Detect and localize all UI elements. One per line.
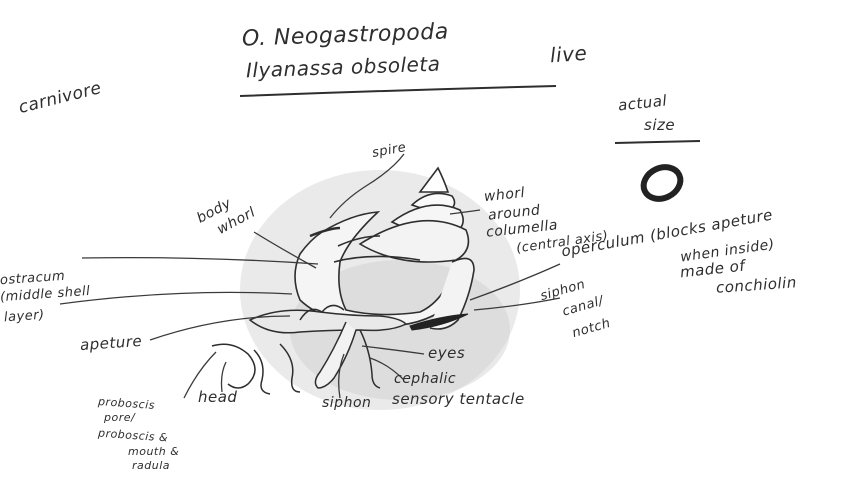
label-ostracum-3: layer)	[4, 309, 46, 325]
actual-size-line2: size	[644, 118, 675, 134]
label-proboscis-4: mouth &	[128, 446, 179, 458]
label-eyes: eyes	[428, 346, 465, 362]
live-note: live	[549, 43, 588, 67]
label-proboscis-2: pore/	[104, 412, 135, 424]
actual-size-shell-icon	[638, 161, 685, 204]
title-underline	[240, 86, 556, 96]
actual-size-underline	[615, 141, 700, 143]
label-cephalic-2: sensory tentacle	[392, 392, 525, 408]
label-siphon: siphon	[322, 396, 371, 411]
head-flap	[212, 344, 255, 388]
label-proboscis-5: radula	[132, 460, 170, 472]
label-cephalic-1: cephalic	[394, 372, 456, 387]
label-head: head	[198, 390, 237, 406]
